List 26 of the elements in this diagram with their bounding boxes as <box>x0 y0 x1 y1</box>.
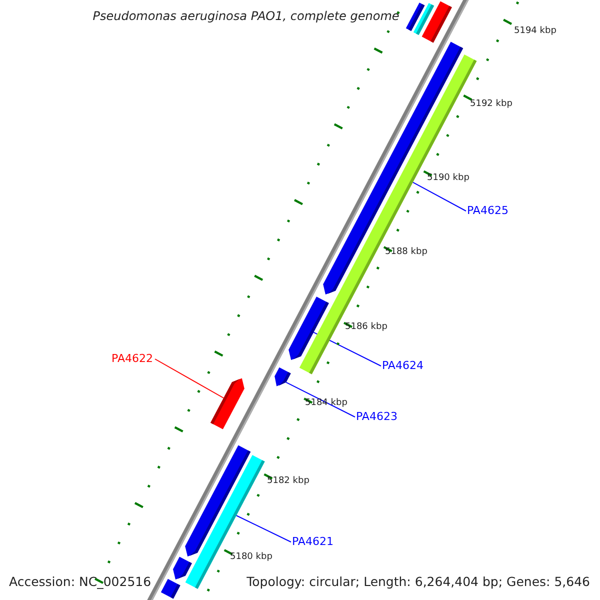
leader-line <box>154 358 224 398</box>
gene-label: PA4625 <box>467 205 508 218</box>
genome-title: Pseudomonas aeruginosa PAO1, complete genome <box>92 10 400 24</box>
gene-block <box>210 378 244 430</box>
gene-block <box>288 296 329 360</box>
scale-label: 5180 kbp <box>230 553 272 563</box>
gene-label: PA4624 <box>382 360 424 372</box>
leader-line <box>412 182 466 212</box>
gene-label: PA4623 <box>356 411 398 424</box>
scale-label: 5184 kbp <box>305 399 348 409</box>
scale-label: 5192 kbp <box>470 100 512 110</box>
gene-label: PA4622 <box>112 353 153 366</box>
scale-label: 5188 kbp <box>385 248 428 258</box>
leader-line <box>286 382 356 418</box>
accession-text: Accession: NC_002516 <box>9 575 152 589</box>
scale-label: 5194 kbp <box>514 27 556 37</box>
gene-block <box>274 367 291 386</box>
leader-line <box>236 515 292 542</box>
gene-label: PA4621 <box>292 536 334 548</box>
gene-bar <box>422 1 452 43</box>
gene-block <box>173 556 192 580</box>
scale-label: 5186 kbp <box>345 323 388 333</box>
gene-block <box>160 578 180 599</box>
scale-label: 5182 kbp <box>267 477 310 487</box>
scale-label: 5190 kbp <box>427 174 470 184</box>
genome-summary: Topology: circular; Length: 6,264,404 bp; Genes: 5,646 <box>246 575 590 589</box>
